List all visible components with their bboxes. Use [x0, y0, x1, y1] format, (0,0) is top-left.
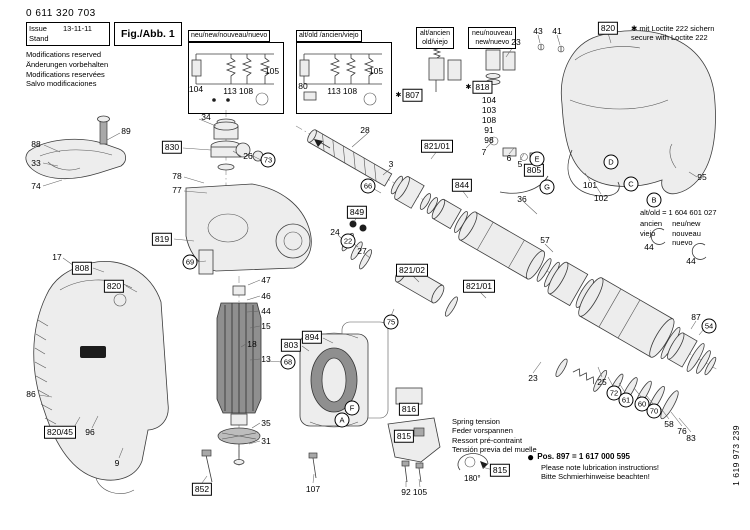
aux-handle-drawing	[25, 115, 127, 180]
brush-old-label: alt/ancien old/viejo	[416, 27, 454, 49]
stator-drawing	[299, 321, 389, 428]
schematic-box-new: neu/new/nouveau/nuevo	[188, 30, 284, 114]
handle-housing-drawing	[489, 30, 716, 197]
drawing-header: 0 611 320 703 Issue 13-11-11 Stand Fig./…	[26, 8, 182, 89]
motor-housing-drawing	[33, 261, 213, 494]
spring-tension-note: Spring tension Feder vorspannen Ressort …	[452, 417, 537, 455]
brush-new-label: neu/nouveau new/nuevo	[468, 27, 517, 49]
stand-label: Stand	[29, 34, 49, 43]
note-line: Modifications reserved	[26, 50, 102, 59]
gear-assembly-drawing	[185, 118, 312, 275]
note-line: Modifications reservées	[26, 69, 105, 79]
schematic-drawing	[191, 53, 382, 106]
angle-label: 180°	[464, 474, 481, 483]
schematic-box-old: alt/old /ancien/viejo	[296, 30, 392, 114]
schematic-new-label: neu/new/nouveau/nuevo	[188, 30, 271, 42]
pos-bullet-icon: ●	[527, 450, 535, 464]
circlip-new-column: neu/new nouveau nuevo	[672, 219, 701, 248]
note-line: Salvo modificaciones	[26, 79, 97, 89]
issue-date: 13-11-11	[63, 24, 92, 33]
pos-title: Pos. 897 = 1 617 000 595	[537, 452, 630, 461]
pos-897-note: ● Pos. 897 = 1 617 000 595 Please note l…	[527, 450, 659, 482]
figure-label: Fig./Abb. 1	[114, 22, 182, 46]
note-line: Änderungen vorbehalten	[26, 59, 109, 69]
issue-stand-box: Issue 13-11-11 Stand	[26, 22, 110, 46]
brush-inset-drawing	[428, 45, 516, 92]
document-number: 1 619 973 239	[731, 425, 741, 486]
schematic-old-label: alt/old /ancien/viejo	[296, 30, 362, 42]
circlip-rings-drawing	[650, 228, 707, 260]
modification-notes: Modifications reserved Änderungen vorbeh…	[26, 50, 182, 89]
spring-tension-drawing	[457, 453, 489, 471]
armature-drawing	[216, 285, 262, 465]
type-number: 0 611 320 703	[26, 8, 96, 19]
issue-label: Issue	[29, 24, 47, 33]
circlip-old-column: ancien viejo	[640, 219, 663, 238]
circlip-variant-note: alt/old = 1 604 601 027 ancien viejo neu…	[640, 208, 717, 248]
loctite-note: ✱ mit Loctite 222 sichern secure with Lo…	[631, 24, 715, 43]
hammer-axis-drawing	[307, 129, 717, 420]
